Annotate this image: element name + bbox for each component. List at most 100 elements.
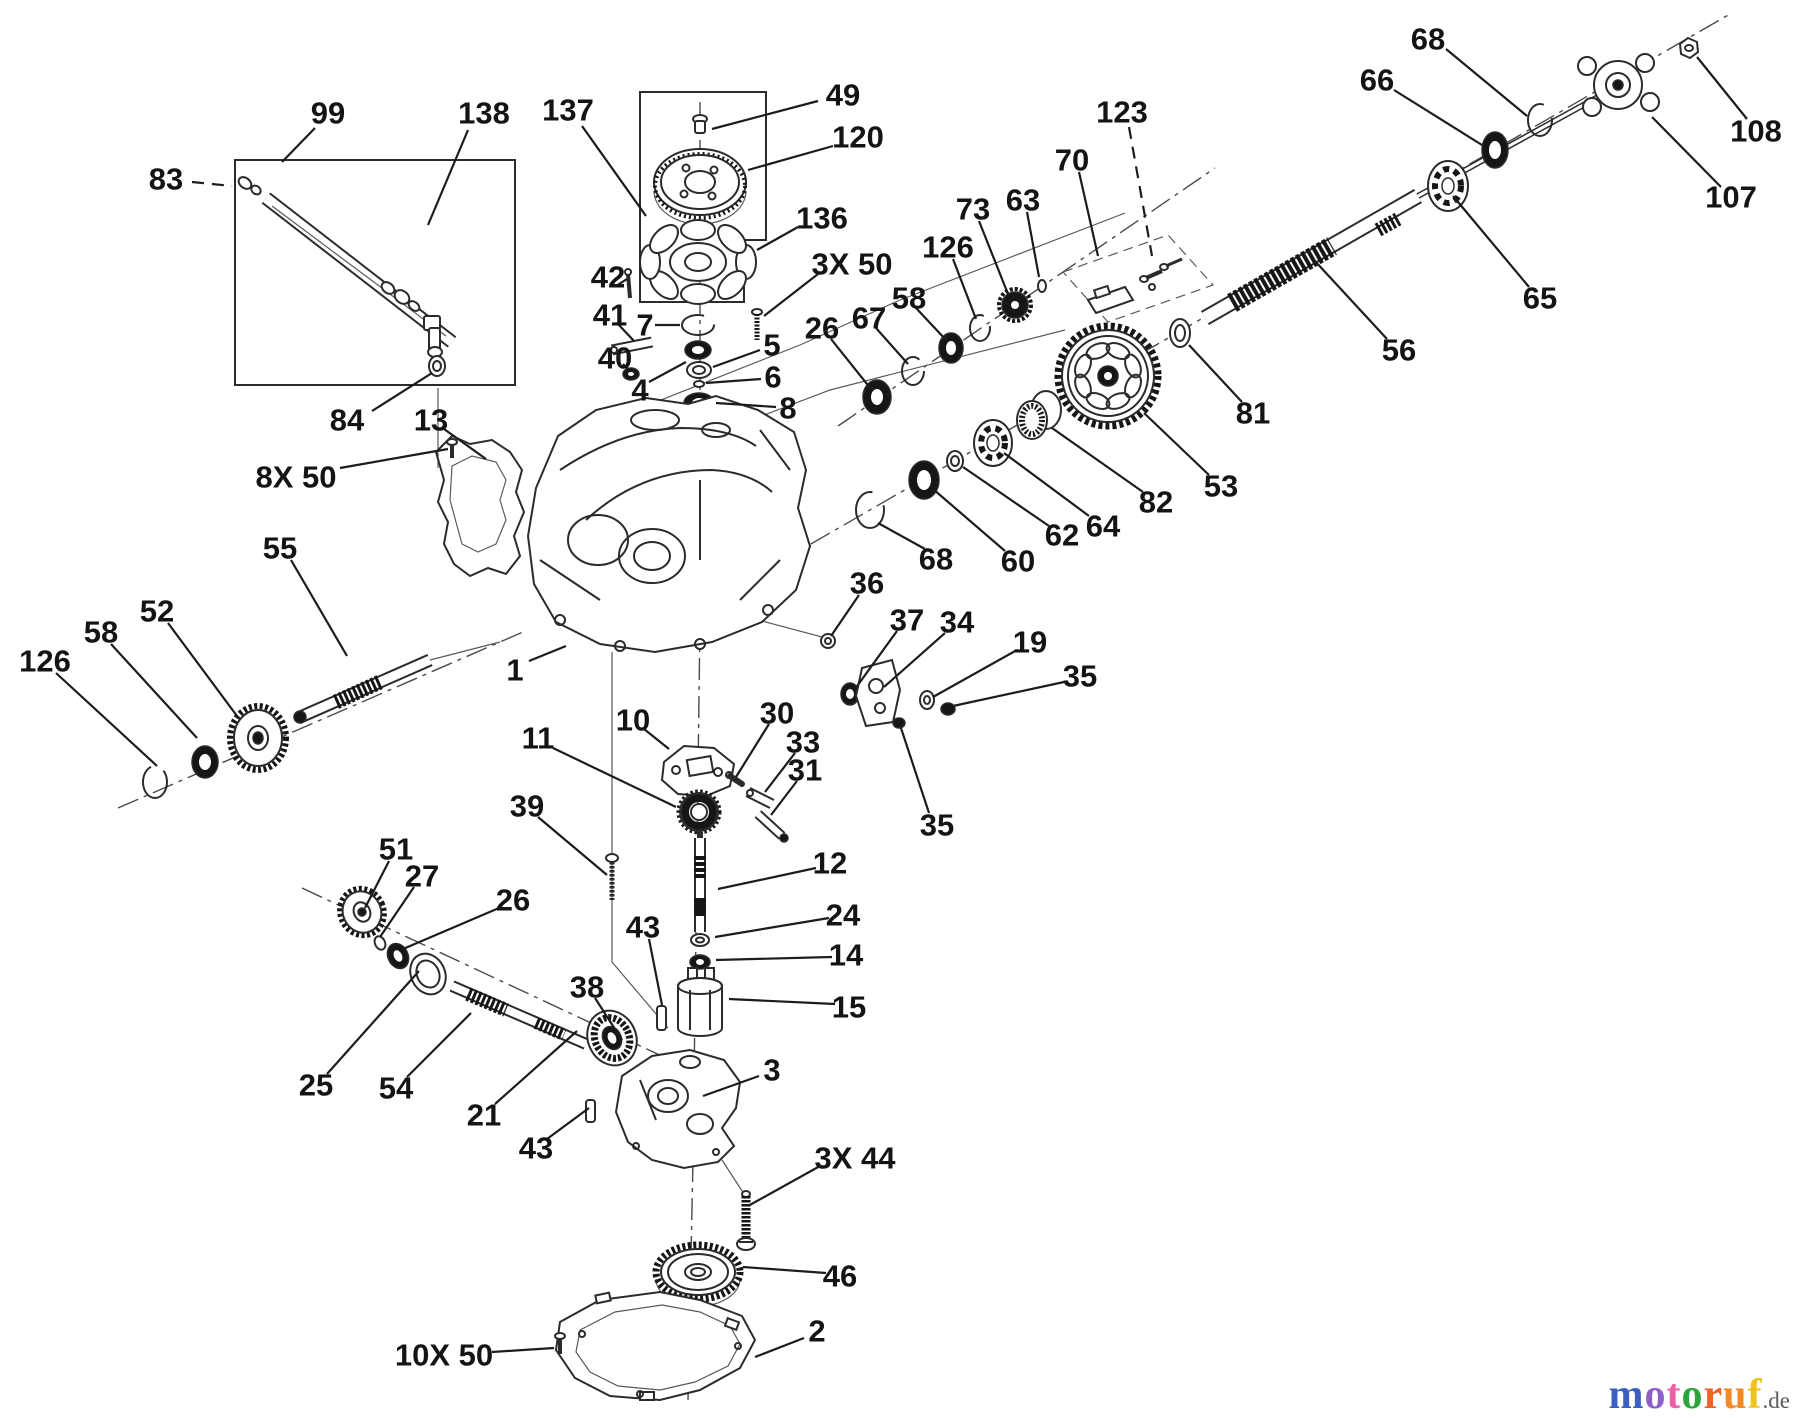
cam-control-parts (660, 744, 789, 843)
callout-137: 137 (542, 93, 594, 128)
leader-27 (379, 886, 415, 938)
callout-120: 120 (832, 120, 884, 155)
callout-7: 7 (636, 308, 653, 343)
callout-31: 31 (788, 753, 822, 788)
callout-21: 21 (467, 1098, 501, 1133)
leader-34 (883, 632, 946, 688)
leader-41 (617, 323, 635, 342)
leader-55 (290, 559, 348, 657)
leader-8 (715, 401, 777, 409)
callout-60: 60 (1001, 544, 1035, 579)
ring-gear-11 (676, 789, 722, 835)
leader-138 (426, 129, 470, 226)
leader-107 (1651, 116, 1722, 188)
callout-70: 70 (1055, 143, 1089, 178)
leader-31 (770, 780, 798, 816)
leader-123 (1127, 126, 1154, 257)
leader-30 (735, 723, 770, 778)
leader-68 (877, 522, 926, 550)
input-bevel-group (142, 641, 501, 799)
callout-8: 8 (779, 391, 796, 426)
leader-70 (1077, 171, 1100, 257)
leader-68 (1445, 48, 1528, 117)
watermark-letter: t (1666, 1372, 1682, 1418)
callout-58: 58 (892, 281, 926, 316)
callout-6: 6 (764, 360, 781, 395)
callout-35: 35 (1063, 659, 1097, 694)
callout-52: 52 (140, 594, 174, 629)
leader-33 (764, 752, 796, 793)
leader-60 (932, 488, 1006, 552)
leader-38 (594, 997, 623, 1041)
callout-38: 38 (570, 970, 604, 1005)
charge-pump-group (337, 885, 638, 1067)
leader-51 (364, 860, 390, 909)
leader-137 (581, 125, 647, 217)
callout-83: 83 (149, 162, 183, 197)
leader-11 (552, 747, 677, 808)
callout-37: 37 (890, 603, 924, 638)
leader-54 (406, 1012, 472, 1078)
callout-39: 39 (510, 789, 544, 824)
leader-21 (494, 1030, 578, 1105)
callout-64: 64 (1086, 509, 1121, 544)
watermark-logo: motoruf.de (1609, 1374, 1790, 1416)
leader-12 (717, 866, 817, 891)
callout-68: 68 (919, 542, 953, 577)
final-gear-53 (1054, 322, 1162, 430)
watermark-letter: u (1723, 1372, 1748, 1418)
callout-3: 3 (763, 1053, 780, 1088)
callout-126: 126 (19, 644, 71, 679)
callout-68: 68 (1411, 22, 1445, 57)
callout-2: 2 (808, 1314, 825, 1349)
fan-pulley-box (639, 91, 767, 340)
leader-99 (281, 127, 316, 163)
leader-67 (875, 327, 909, 365)
pump-body (614, 1048, 742, 1170)
rotor-21 (586, 1009, 638, 1067)
callout-62: 62 (1045, 518, 1079, 553)
leader-40 (622, 363, 630, 371)
callout-136: 136 (796, 201, 848, 236)
leader-36 (830, 594, 860, 637)
leader-126 (951, 258, 978, 320)
leader-15 (728, 997, 836, 1006)
callout-55: 55 (263, 531, 297, 566)
callout-19: 19 (1013, 625, 1047, 660)
callout-30: 30 (760, 696, 794, 731)
wheel-hub-107 (1577, 53, 1660, 117)
leader-14 (715, 955, 833, 962)
callout-15: 15 (832, 990, 866, 1025)
callout-11: 11 (522, 721, 555, 756)
leader-52 (167, 622, 238, 717)
callout-4: 4 (631, 373, 649, 408)
leader-58 (915, 307, 947, 341)
callout-26: 26 (805, 311, 839, 346)
leader-136 (756, 226, 799, 251)
callout-5: 5 (763, 328, 780, 363)
callout-66: 66 (1360, 63, 1394, 98)
leader-25 (326, 970, 420, 1075)
axle-gear-train (855, 36, 1700, 529)
callout-26: 26 (496, 883, 530, 918)
callout-34: 34 (940, 605, 975, 640)
leader-3 (702, 1074, 760, 1098)
leader-37 (854, 630, 898, 690)
callout-43: 43 (519, 1131, 553, 1166)
pulley-120 (653, 148, 747, 225)
leader-64 (1003, 452, 1090, 517)
leader-19 (932, 649, 1018, 698)
leader-73 (977, 220, 1010, 295)
callout-53: 53 (1204, 469, 1238, 504)
leader-81 (1188, 344, 1243, 403)
leader-35 (952, 680, 1065, 708)
callout-8X50: 8X 50 (255, 460, 336, 495)
callout-12: 12 (813, 846, 847, 881)
leader-2 (754, 1336, 805, 1359)
leader-26 (402, 906, 500, 951)
leader-53 (1143, 412, 1210, 476)
leader-13 (443, 428, 487, 460)
callout-46: 46 (823, 1259, 857, 1294)
callout-41: 41 (593, 298, 627, 333)
